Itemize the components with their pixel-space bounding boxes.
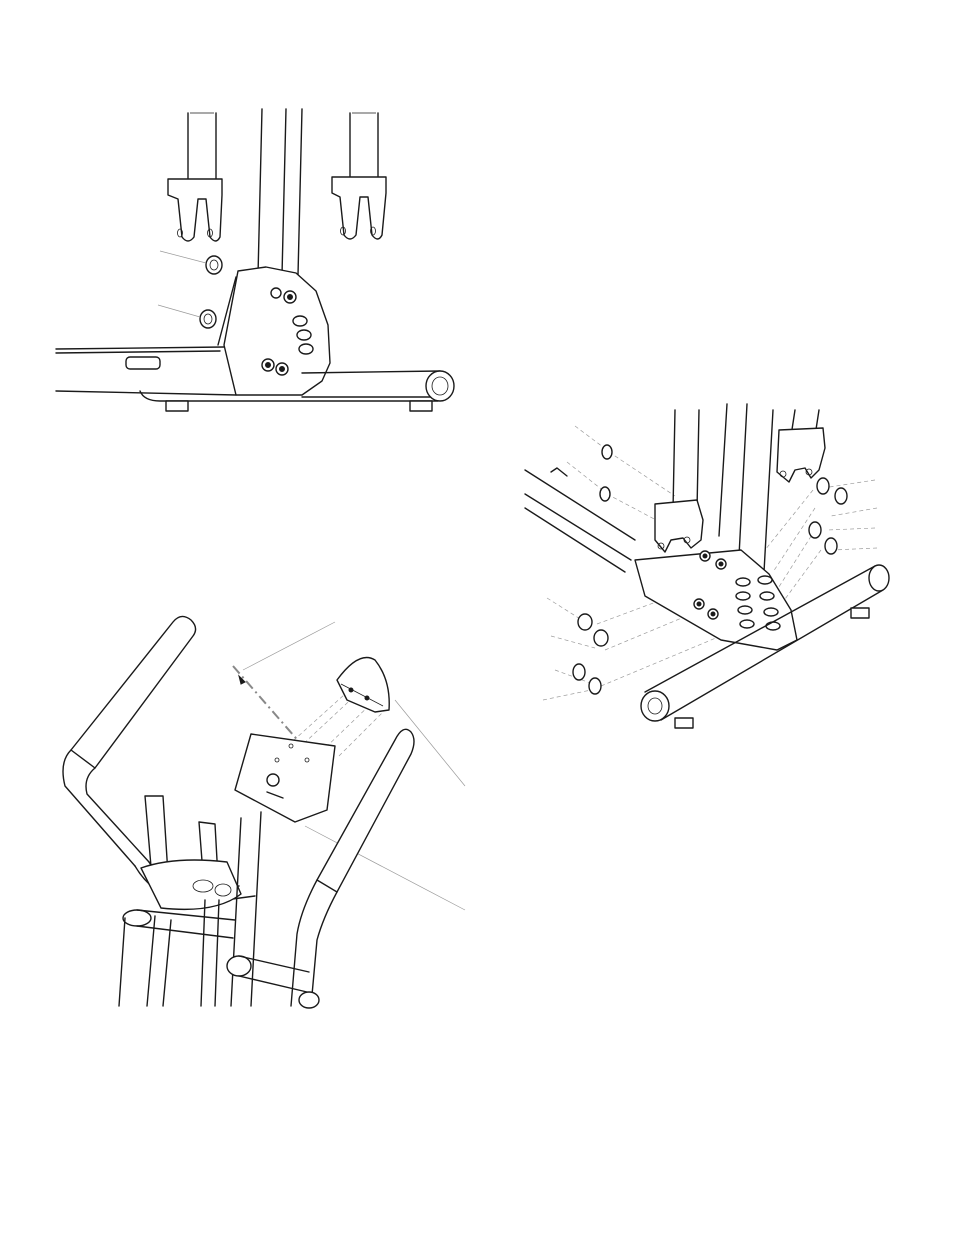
console-mount-drawing bbox=[55, 600, 475, 1020]
stabilizer-bolt-diagram bbox=[515, 400, 895, 750]
stabilizer-bolt-drawing bbox=[515, 400, 895, 750]
console-mount-diagram bbox=[55, 600, 475, 1020]
frame-base-bracket-drawing bbox=[40, 95, 480, 435]
frame-base-bracket-diagram bbox=[40, 95, 480, 435]
